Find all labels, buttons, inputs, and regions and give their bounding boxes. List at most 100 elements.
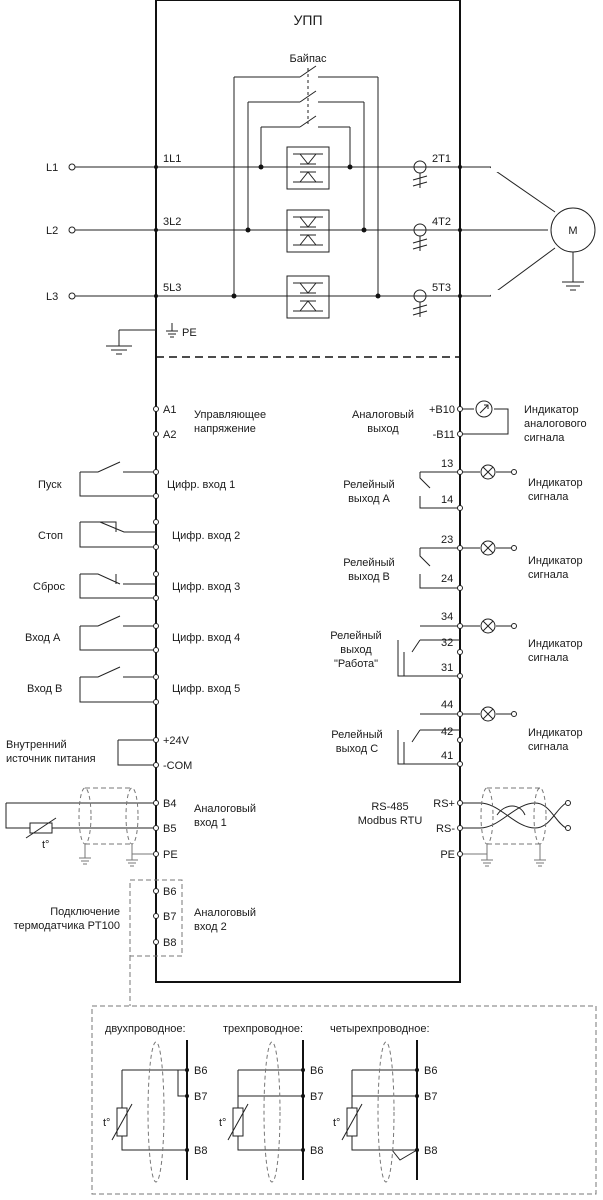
current-sensor-2	[412, 223, 428, 251]
label-41: 41	[441, 750, 453, 762]
analog-out-label-2: выход	[367, 423, 399, 435]
junction-dots	[154, 164, 462, 299]
label-b5: B5	[163, 823, 176, 835]
relay-run-label-2: выход	[340, 644, 372, 656]
svg-text:B8: B8	[194, 1145, 207, 1157]
mains-label-l1: L1	[46, 162, 58, 174]
label-44: 44	[441, 699, 453, 711]
digital-input-5-label: Цифр. вход 5	[172, 683, 240, 695]
thyristor-block-1	[261, 146, 350, 190]
rs485-label-2: Modbus RTU	[358, 815, 423, 827]
power-label-2: источник питания	[6, 753, 96, 765]
relay-output-b: 23 24 Релейный выход B Индикатор сигнала	[343, 534, 583, 591]
mains-terminal-l2	[68, 226, 76, 234]
wiring-four-wire: t° B6 B7 B8	[333, 1040, 437, 1183]
sensor-label-2: термодатчика PT100	[14, 920, 120, 932]
analog-in1-label-2: вход 1	[194, 817, 227, 829]
svg-text:B7: B7	[310, 1091, 323, 1103]
digital-input-3-label: Цифр. вход 3	[172, 581, 240, 593]
terminal-5l3: 5L3	[163, 282, 181, 294]
analog-in2-label-2: вход 2	[194, 921, 227, 933]
digital-input-3: Сброс Цифр. вход 3	[33, 571, 240, 601]
label-31: 31	[441, 662, 453, 674]
digital-input-4-label: Цифр. вход 4	[172, 632, 240, 644]
relay-c-label-1: Релейный	[331, 729, 382, 741]
relay-c-indicator-2: сигнала	[528, 741, 569, 753]
label-rs-plus: RS+	[433, 798, 455, 810]
digital-input-2: Стоп Цифр. вход 2	[38, 519, 240, 550]
label-b6: B6	[163, 886, 176, 898]
relay-a-indicator-1: Индикатор	[528, 477, 583, 489]
power-lines	[72, 166, 592, 297]
switch-label-start: Пуск	[38, 479, 62, 491]
label-13: 13	[441, 458, 453, 470]
relay-c-label-2: выход С	[336, 743, 378, 755]
svg-text:B7: B7	[424, 1091, 437, 1103]
analog-indicator-label-3: сигнала	[524, 432, 565, 444]
label-pe-rs: PE	[440, 849, 455, 861]
label-a1: A1	[163, 404, 176, 416]
digital-input-1-label: Цифр. вход 1	[167, 479, 235, 491]
mains-terminal-l3	[68, 292, 76, 300]
unit-title: УПП	[293, 12, 322, 28]
relay-b-indicator-2: сигнала	[528, 569, 569, 581]
wiring-three-wire: t° B6 B7 B8	[219, 1040, 323, 1183]
thyristor-block-2	[248, 209, 364, 253]
relay-output-run: 34 32 31 Релейный выход "Работа" Индикат…	[330, 611, 583, 679]
analog-in1-label-1: Аналоговый	[194, 803, 256, 815]
motor-label: М	[568, 225, 577, 237]
rs485-label-1: RS-485	[371, 801, 408, 813]
label-a2: A2	[163, 429, 176, 441]
relay-b-label-1: Релейный	[343, 557, 394, 569]
pe-label: PE	[182, 327, 197, 339]
label-rs-minus: RS-	[436, 823, 455, 835]
motor-feed-lines	[489, 166, 556, 297]
label-42: 42	[441, 726, 453, 738]
switch-label-stop: Стоп	[38, 530, 63, 542]
label-b8: B8	[163, 937, 176, 949]
svg-text:B8: B8	[310, 1145, 323, 1157]
relay-b-indicator-1: Индикатор	[528, 555, 583, 567]
relay-a-indicator-2: сигнала	[528, 491, 569, 503]
wiring-four-label: четырехпроводное:	[330, 1023, 430, 1035]
rs485-port: RS+ RS- PE RS-485 Modbus RTU	[358, 787, 571, 867]
bypass-label: Байпас	[289, 53, 327, 65]
terminal-5t3: 5T3	[432, 282, 451, 294]
label-24v: +24V	[163, 735, 190, 747]
control-voltage-label-2: напряжение	[194, 423, 256, 435]
current-sensor-1	[412, 160, 428, 188]
analog-in2-label-1: Аналоговый	[194, 907, 256, 919]
relay-run-indicator-2: сигнала	[528, 652, 569, 664]
mains-label-l2: L2	[46, 225, 58, 237]
label-pe-in1: PE	[163, 849, 178, 861]
terminal-a2	[153, 431, 159, 437]
wiring-detail-box	[91, 1005, 597, 1195]
svg-text:B6: B6	[194, 1065, 207, 1077]
label-b7: B7	[163, 911, 176, 923]
label-com: -COM	[163, 760, 192, 772]
terminal-2t1: 2T1	[432, 153, 451, 165]
wiring-two-wire: t° B6 B7 B8	[103, 1040, 207, 1183]
analog-out-label-1: Аналоговый	[352, 409, 414, 421]
internal-power-supply: +24V -COM Внутренний источник питания	[6, 735, 192, 772]
relay-output-c: 44 42 41 Релейный выход С Индикатор сигн…	[331, 699, 583, 767]
thyristor-block-3	[234, 275, 378, 319]
switch-label-input-a: Вход А	[25, 632, 61, 644]
switch-label-input-b: Вход В	[27, 683, 62, 695]
power-label-1: Внутренний	[6, 739, 67, 751]
digital-input-2-label: Цифр. вход 2	[172, 530, 240, 542]
mains-label-l3: L3	[46, 291, 58, 303]
relay-a-label-2: выход А	[348, 493, 390, 505]
label-23: 23	[441, 534, 453, 546]
control-voltage-label: Управляющее	[194, 409, 266, 421]
wiring-two-label: двухпроводное:	[105, 1023, 186, 1035]
relay-run-indicator-1: Индикатор	[528, 638, 583, 650]
analog-indicator-label-2: аналогового	[524, 418, 587, 430]
digital-input-5: Вход В Цифр. вход 5	[27, 666, 240, 705]
bypass-contactor	[233, 65, 379, 296]
relay-run-label-3: "Работа"	[334, 658, 378, 670]
relay-output-a: 13 14 Релейный выход А Индикатор сигнала	[343, 458, 583, 511]
analog-input-1: t° B4 B5 PE Аналоговый вход 1	[5, 787, 256, 867]
mains-terminal-l1	[68, 163, 76, 171]
analog-input-2: B6 B7 B8 Аналоговый вход 2 Подключение т…	[14, 879, 256, 1006]
